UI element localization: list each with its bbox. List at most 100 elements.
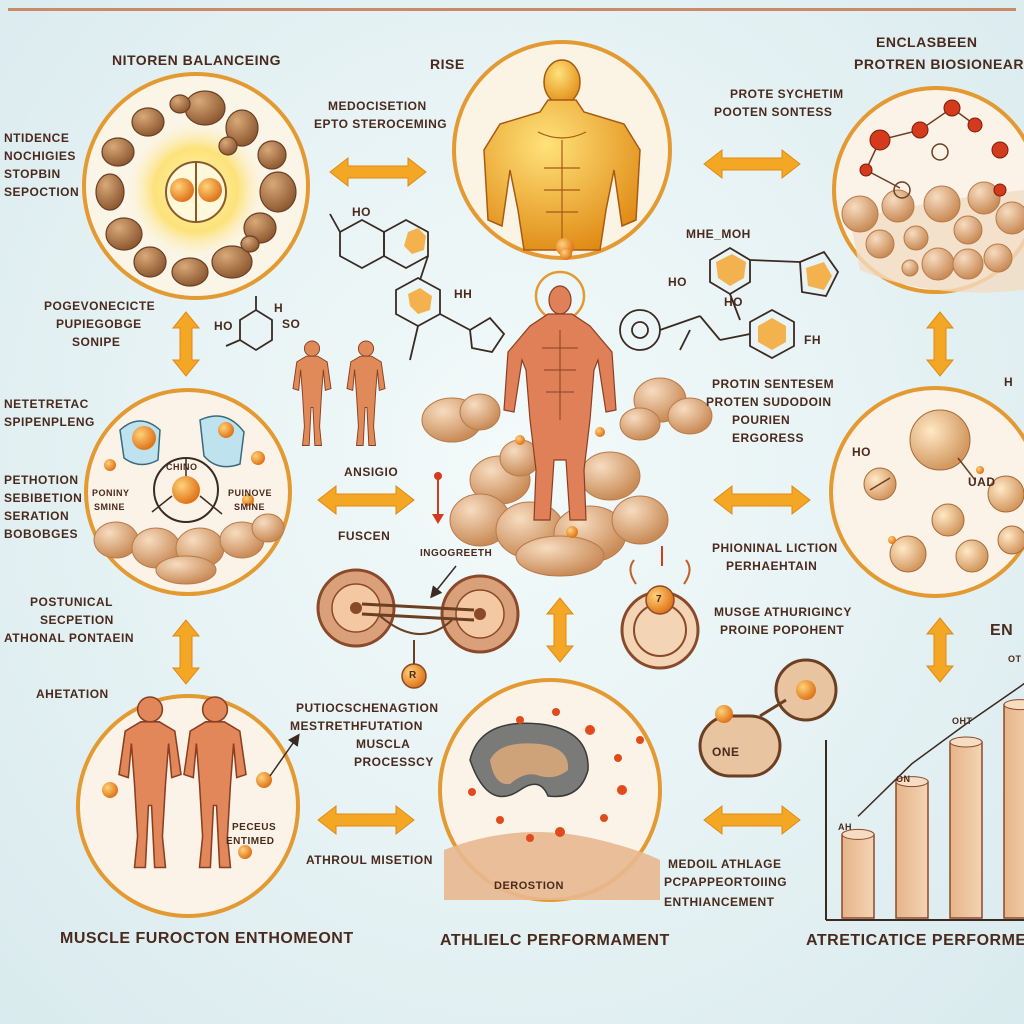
label-left-row2-1: NETETRETAC [4,397,89,411]
muscle-figures-circle [76,694,300,918]
label-one: ONE [712,745,740,759]
label-left-row3-3: SERATION [4,509,70,523]
label-right-row2-uad: UAD [968,475,996,489]
label-bottom-right: ATRETICATICE PERFORMEN [806,932,1024,949]
central-athlete [421,248,713,577]
label-ingogreeth: INGOGREETH [420,548,493,559]
label-ahetation: AHETATION [36,687,109,701]
label-left-row3-1: PETHOTION [4,473,79,487]
label-prehimal-2: PERHAEHTAIN [726,559,818,573]
label-ansigio: ANSIGIO [344,465,399,479]
label-left-mid-3: STOPBIN [4,167,61,181]
label-prehimal-1: PHIONINAL LICTION [712,541,838,555]
label-mesolil-1: MEDOIL ATHLAGE [668,857,782,871]
label-metab-2: EPTO STEROCEMING [314,117,448,131]
label-left-row2-2: SPIPENPLENG [4,415,95,429]
molecule-structures [225,213,840,361]
cell-circle [438,678,662,902]
label-nitrogen-title: NITOREN BALANCEING [112,52,281,68]
chart-bar-cap-3 [949,736,983,748]
label-chart-top: EN [990,622,1014,639]
label-postural-1: POSTUNICAL [30,595,113,609]
label-progressive-3: SONIPE [72,335,121,349]
dumbbell-pulley [316,472,520,689]
enzyme-circle [84,388,292,596]
label-ho-c: HO [724,295,743,309]
chart-trend-line [857,682,1024,817]
label-bottom-mid: ATHLIELC PERFORMAMENT [440,932,670,949]
label-punt-1: PUTIOCSCHENAGTION [296,701,439,715]
label-right-row2-h: H [1004,375,1014,389]
golden-body-circle [452,40,672,260]
chain-links [698,658,838,778]
label-metab-1: MEDOCISETION [328,99,427,113]
amino-beads-circle [829,386,1024,598]
label-punt-2: MESTRETHFUTATION [290,719,423,733]
label-circle-d: SMINE [234,502,266,512]
label-chart-b3: OHT [952,716,973,726]
label-mussge-2: PROINE POPOHENT [720,623,845,637]
label-circle-a: PONINY [92,488,130,498]
label-enclassed: ENCLASBEEN [876,34,978,50]
chart-bar-cap-2 [895,776,929,788]
nitrogen-balance-circle [82,72,310,300]
label-left-row3-2: SEBIBETION [4,491,83,505]
label-left-mid-1: NTIDENCE [4,131,70,145]
label-derostion: DEROSTION [494,880,564,892]
label-punt-4: PROCESSCY [354,755,434,769]
label-circle-c: PUINOVE [228,488,273,498]
paper-border [8,8,1016,1016]
label-left-mid-2: NOCHIGIES [4,149,76,163]
label-postural-2: SECPETION [40,613,114,627]
label-punt-3: MUSCLA [356,737,411,751]
label-bottom-left: MUSCLE FUROCTON ENTHOMEONT [60,930,354,947]
label-mesolil-3: ENTHIANCEMENT [664,895,775,909]
chart-bar-2 [895,780,929,919]
chart-bar-1 [841,833,875,919]
muscle-pair-figures [292,340,386,446]
label-chart-b4: OT [1008,654,1022,664]
label-protein-synth-2: POOTEN SONTESS [714,105,833,119]
label-athroul: ATHROUL MISETION [306,853,433,867]
label-ho-small: HO [214,319,233,333]
label-fh: FH [804,333,821,347]
ring-ornament [620,546,700,670]
label-hh: HH [454,287,473,301]
label-progressive-2: PUPIEGOBGE [56,317,142,331]
label-circle-e: CHINO [166,462,198,472]
label-chart-b2: ON [896,774,911,784]
label-ho-a: HO [352,205,371,219]
label-left-mid-4: SEPOCTION [4,185,80,199]
label-progressive-1: POGEVONECICTE [44,299,156,313]
label-peceus-1: PECEUS [232,822,277,833]
label-left-row3-4: BOBOBGES [4,527,79,541]
chart-bar-4 [1003,703,1024,919]
label-protein-mid-1: PROTIN SENTESEM [712,377,835,391]
label-circle-b: SMINE [94,502,126,512]
label-mussge-1: MUSGE ATHURIGINCY [714,605,852,619]
label-rise: RISE [430,56,465,72]
label-fuscen: FUSCEN [338,529,391,543]
label-mhe: MHE_MOH [686,227,751,241]
label-protein-mid-2: PROTEN SUDODOIN [706,395,832,409]
label-r: R [409,670,417,681]
performance-bar-chart [825,682,1024,921]
chart-bar-3 [949,741,983,919]
label-postural-3: ATHONAL PONTAEIN [4,631,134,645]
label-right-row2-ho: HO [852,445,871,459]
label-protein-mid-3: POURIEN [732,413,791,427]
label-h: H [274,301,284,315]
label-mesolil-2: PCPAPPEORTOIING [664,875,788,889]
label-seven: 7 [656,594,663,605]
protein-biosynthesis-circle [832,86,1024,294]
label-so: SO [282,317,301,331]
label-peceus-2: ENTIMED [226,836,275,847]
label-protein-mid-4: ERGORESS [732,431,805,445]
label-protein-synth-1: PROTE SYCHETIM [730,87,844,101]
label-ho-b: HO [668,275,687,289]
chart-bar-cap-1 [841,828,875,840]
chart-bar-cap-4 [1003,699,1024,711]
label-chart-b1: AH [838,822,852,832]
